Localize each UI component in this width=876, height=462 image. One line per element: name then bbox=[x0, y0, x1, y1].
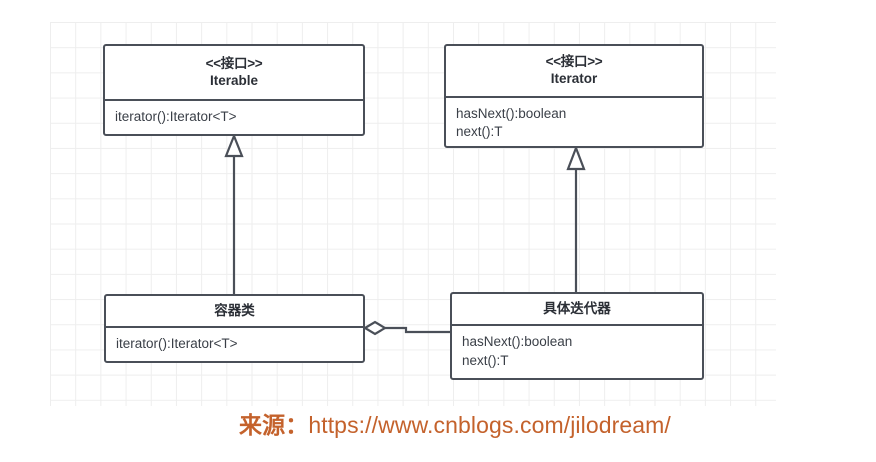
connector-container-to-iterable bbox=[224, 133, 244, 294]
connector-concrete-iterator-to-iterator bbox=[566, 144, 586, 292]
hollow-diamond-aggregation bbox=[362, 320, 388, 336]
class-member: hasNext():boolean bbox=[456, 105, 567, 121]
class-member: iterator():Iterator<T> bbox=[115, 109, 237, 124]
class-members-iterator: hasNext():boolean next():T bbox=[446, 98, 702, 146]
class-members-iterable: iterator():Iterator<T> bbox=[105, 101, 363, 134]
class-stereotype-iterable: <<接口>> bbox=[205, 56, 263, 72]
class-name-iterator: Iterator bbox=[550, 70, 598, 86]
class-member: iterator():Iterator<T> bbox=[116, 336, 238, 351]
class-header-iterable: <<接口>> Iterable bbox=[105, 46, 363, 101]
class-member: next():T bbox=[462, 352, 509, 368]
class-member: hasNext():boolean bbox=[462, 334, 573, 349]
connector-container-to-concrete-iterator bbox=[362, 320, 450, 336]
class-name-concrete-iterator: 具体迭代器 bbox=[543, 300, 611, 316]
class-name-container: 容器类 bbox=[214, 302, 255, 318]
hollow-triangle-arrowhead-iterator bbox=[566, 144, 586, 171]
class-box-iterator[interactable]: <<接口>> Iterator hasNext():boolean next()… bbox=[444, 44, 704, 148]
class-members-concrete-iterator: hasNext():boolean next():T bbox=[452, 326, 702, 378]
class-box-iterable[interactable]: <<接口>> Iterable iterator():Iterator<T> bbox=[103, 44, 365, 136]
source-caption: 来源：https://www.cnblogs.com/jilodream/ bbox=[239, 406, 839, 440]
class-member: next():T bbox=[456, 124, 503, 140]
hollow-triangle-arrowhead-iterable bbox=[224, 133, 244, 158]
class-box-concrete-iterator[interactable]: 具体迭代器 hasNext():boolean next():T bbox=[450, 292, 704, 380]
class-header-iterator: <<接口>> Iterator bbox=[446, 46, 702, 98]
class-stereotype-iterator: <<接口>> bbox=[545, 54, 603, 70]
source-url: https://www.cnblogs.com/jilodream/ bbox=[308, 412, 671, 438]
class-header-container: 容器类 bbox=[106, 296, 363, 328]
class-header-concrete-iterator: 具体迭代器 bbox=[452, 294, 702, 326]
class-box-container[interactable]: 容器类 iterator():Iterator<T> bbox=[104, 294, 365, 363]
class-members-container: iterator():Iterator<T> bbox=[106, 328, 363, 361]
source-label: 来源： bbox=[239, 412, 309, 438]
class-name-iterable: Iterable bbox=[209, 72, 259, 88]
